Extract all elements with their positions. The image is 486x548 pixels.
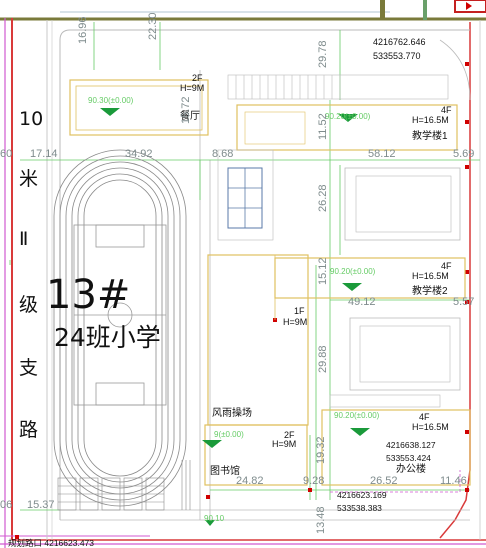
library-height: H=9M xyxy=(272,439,297,449)
dim-13-48: 13.48 xyxy=(315,506,327,534)
road-label-char: Ⅱ xyxy=(19,228,29,250)
dim-60: 60 xyxy=(0,148,13,160)
road-label-char: 支 xyxy=(19,357,39,379)
office-elevation: 90.20(±0.00) xyxy=(334,411,380,420)
teaching2-height: H=16.5M xyxy=(412,271,449,281)
canteen-name: 餐厅 xyxy=(180,111,200,122)
dim-15-72: 15.72 xyxy=(180,96,192,124)
teaching1-elevation: 90.20(±0.00) xyxy=(325,112,371,121)
dim-58-12: 58.12 xyxy=(368,148,396,160)
school-code: 13# xyxy=(46,272,131,318)
canteen-floors: 2F xyxy=(192,73,203,83)
north-marker xyxy=(466,2,472,10)
covered-court-building xyxy=(207,254,309,426)
dim-16-96: 16.96 xyxy=(77,16,89,44)
court-name: 风雨操场 xyxy=(212,408,252,419)
teaching1-height: H=16.5M xyxy=(412,115,449,125)
dim-19-32: 19.32 xyxy=(315,436,327,464)
dim-11-52: 11.52 xyxy=(317,113,329,140)
dim-5-69: 5.69 xyxy=(453,148,475,160)
dim-15-12: 15.12 xyxy=(317,257,329,285)
road-label-char: 级 xyxy=(19,294,39,316)
dim-15-37: 15.37 xyxy=(27,499,55,511)
dim-24-82: 24.82 xyxy=(236,475,264,487)
teaching-building-1 xyxy=(236,104,458,151)
road-label-char: 10 xyxy=(19,108,44,130)
library-building xyxy=(204,424,308,486)
dim-11-46: 11.46 xyxy=(440,475,467,487)
road-label-char: 米 xyxy=(19,168,39,190)
library-elevation: 9(±0.00) xyxy=(214,430,244,439)
dim-5-57: 5.57 xyxy=(453,296,475,308)
office-building xyxy=(321,409,471,486)
office-name: 办公楼 xyxy=(396,464,426,475)
dim-26-52: 26.52 xyxy=(370,475,398,487)
teaching2-elevation: 90.20(±0.00) xyxy=(330,267,376,276)
teaching2-name: 教学楼2 xyxy=(412,286,448,297)
coord-bottom-left: 规划路口 4216623.473 xyxy=(8,538,94,548)
dim-06: 06 xyxy=(0,499,13,511)
dim-34-92: 34.92 xyxy=(125,148,153,160)
dim-8-68: 8.68 xyxy=(212,148,234,160)
library-floors: 2F xyxy=(284,430,295,440)
coord-office-x: 4216638.127 xyxy=(386,440,436,450)
court-height: H=9M xyxy=(283,317,308,327)
dim-17-14: 17.14 xyxy=(30,148,58,160)
dim-49-12: 49.12 xyxy=(348,296,376,308)
road-label-char: 路 xyxy=(19,419,39,441)
canteen-building xyxy=(69,79,209,136)
football-field xyxy=(73,224,167,406)
teaching2-floors: 4F xyxy=(441,261,452,271)
dim-29-88: 29.88 xyxy=(317,345,329,373)
office-floors: 4F xyxy=(419,412,430,422)
dim-9-28: 9.28 xyxy=(303,475,325,487)
canteen-height: H=9M xyxy=(180,83,205,93)
coord-office-y: 533553.424 xyxy=(386,453,431,463)
library-name: 图书馆 xyxy=(210,466,240,477)
dim-29-78: 29.78 xyxy=(317,40,329,68)
court-floors: 1F xyxy=(294,306,305,316)
canteen-elevation: 90.30(±0.00) xyxy=(88,96,134,105)
coord-top-right-y: 533553.770 xyxy=(373,51,421,61)
coord-bottom-x: 4216623.169 xyxy=(337,490,387,500)
bottom-elevation: 90.10 xyxy=(204,514,225,523)
coord-bottom-y: 533538.383 xyxy=(337,503,382,513)
coord-top-right-x: 4216762.646 xyxy=(373,37,426,47)
dim-26-28: 26.28 xyxy=(317,184,329,212)
dim-22-30: 22.30 xyxy=(147,12,159,40)
school-name: 24班小学 xyxy=(54,323,161,352)
teaching1-name: 教学楼1 xyxy=(412,131,448,142)
teaching1-floors: 4F xyxy=(441,105,452,115)
office-height: H=16.5M xyxy=(412,422,449,432)
